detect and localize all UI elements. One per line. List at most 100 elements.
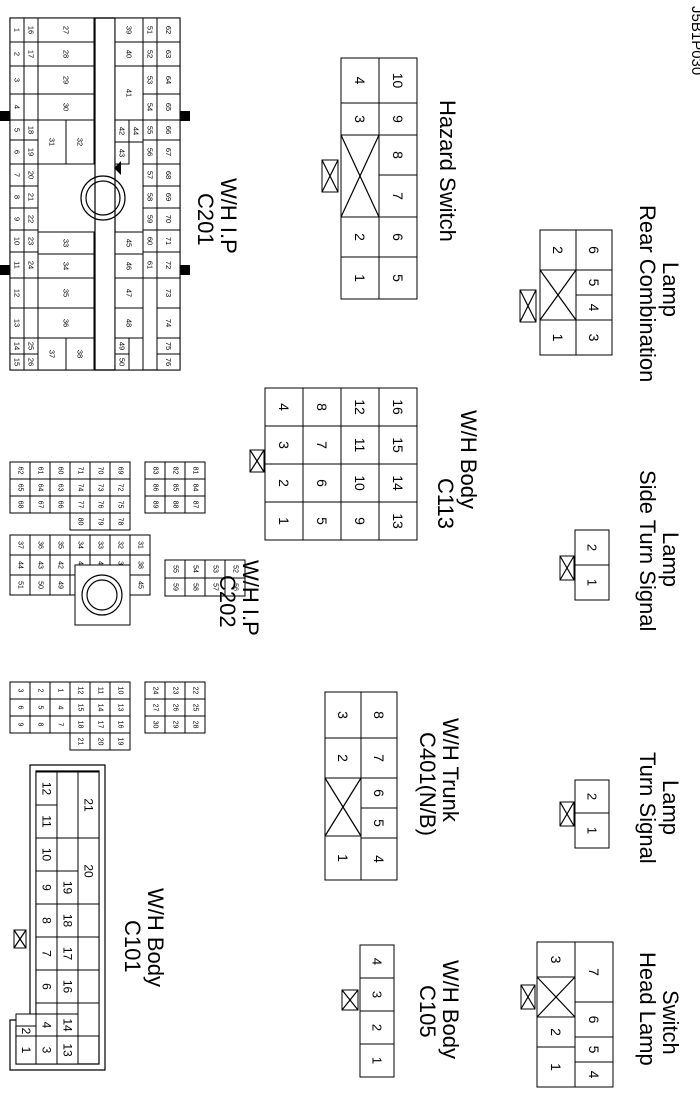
pin-label: 29 [62,76,71,84]
pin-label: 9 [17,723,24,727]
pin-cell [324,691,362,739]
pin-label: 62 [17,467,24,475]
pin-cell [65,337,95,371]
pin-label: 2 [550,246,566,254]
pin-cell [77,903,100,938]
pin-label: 13 [390,513,406,529]
pin-label: 1 [370,1057,385,1064]
pin-label: 9 [40,884,54,891]
pin-label: 1 [585,579,600,586]
pin-label: 84 [192,484,199,492]
pin-label: 87 [192,501,199,509]
c401-harness: W/H Trunk [438,718,463,823]
pin-cell [574,564,610,601]
pin-label: 18 [77,721,84,729]
pin-label: 11 [13,261,22,269]
pin-label: 5 [37,706,44,710]
pin-label: 6 [40,983,54,990]
pin-label: 34 [62,262,71,270]
pin-cell [114,17,144,43]
pin-label: 2 [335,754,351,762]
pin-label: 22 [192,687,199,695]
pin-label: 31 [48,138,57,146]
pin-label: 13 [117,704,124,712]
pin-label: 7 [390,192,406,200]
pin-label: 24 [27,261,36,269]
pin-cell [264,387,304,427]
pin-label: 3 [40,1047,54,1054]
pin-label: 4 [276,403,292,411]
pin-label: 27 [62,26,71,34]
pin-cell [65,119,95,165]
pin-label: 4 [586,304,602,312]
pin-label: 32 [117,541,124,549]
pin-label: 5 [586,1046,602,1054]
pin-label: 53 [146,76,155,84]
pin-label: 65 [164,103,173,111]
pin-cell [574,1061,614,1088]
pin-label: 54 [146,103,155,111]
pin-label: 7 [57,723,64,727]
pin-label: 11 [352,438,368,453]
pin-label: 67 [37,501,44,509]
pin-label: 13 [13,319,22,327]
c113-harness: W/H Body [456,410,481,509]
pin-label: 47 [125,289,134,297]
pin-label: 71 [164,237,173,245]
pin-label: 21 [27,193,36,201]
pin-cell [574,529,610,566]
pin-label: 12 [352,399,368,415]
pin-cell [37,253,95,279]
pin-cell [574,812,610,849]
pin-label: 58 [146,193,155,201]
side-turn-line2: Lamp [658,532,683,587]
pin-label: 2 [585,793,600,800]
pin-label: 30 [62,103,71,111]
pin-label: 51 [17,581,24,589]
pin-label: 6 [586,246,602,254]
connector-c105: 43214 [341,944,395,1078]
pin-label: 17 [61,947,75,961]
pin-label: 14 [13,342,22,350]
pin-cell [359,977,395,1012]
pin-cell [378,463,418,503]
pin-label: 3 [586,334,602,342]
pin-label: 63 [164,50,173,58]
connector-c202: 3692581471215182111141720101316192427302… [9,461,246,751]
pin-label: 75 [117,501,124,509]
pin-label: 41 [125,89,134,97]
pin-cell [378,57,418,104]
pin-cell [340,102,380,136]
pin-label: 2 [370,1024,385,1031]
pin-label: 26 [172,704,179,712]
pin-cell [184,495,206,514]
pin-label: 43 [37,561,44,569]
pin-label: 4 [370,958,385,965]
pin-label: 14 [61,1018,75,1032]
pin-cell [23,93,39,121]
pin-label: 52 [232,565,239,573]
pin-label: 6 [17,706,24,710]
pin-cell [184,715,206,734]
pin-cell [37,41,95,67]
pin-label: 56 [146,148,155,156]
pin-label: 54 [192,565,199,573]
pin-label: 7 [586,968,602,976]
pin-label: 23 [172,687,179,695]
pin-cell [109,512,131,531]
pin-label: 55 [146,126,155,134]
pin-cell [359,1043,395,1078]
pin-label: 4 [352,77,368,85]
pin-label: 61 [146,261,155,269]
pin-cell [37,337,67,371]
pin-label: 61 [37,467,44,475]
pin-label: 32 [76,138,85,146]
pin-label: 7 [371,754,387,762]
pin-label: 2 [548,1028,564,1036]
pin-label: 1 [276,517,292,525]
pin-label: 49 [118,342,127,350]
pin-label: 1 [19,1047,33,1054]
